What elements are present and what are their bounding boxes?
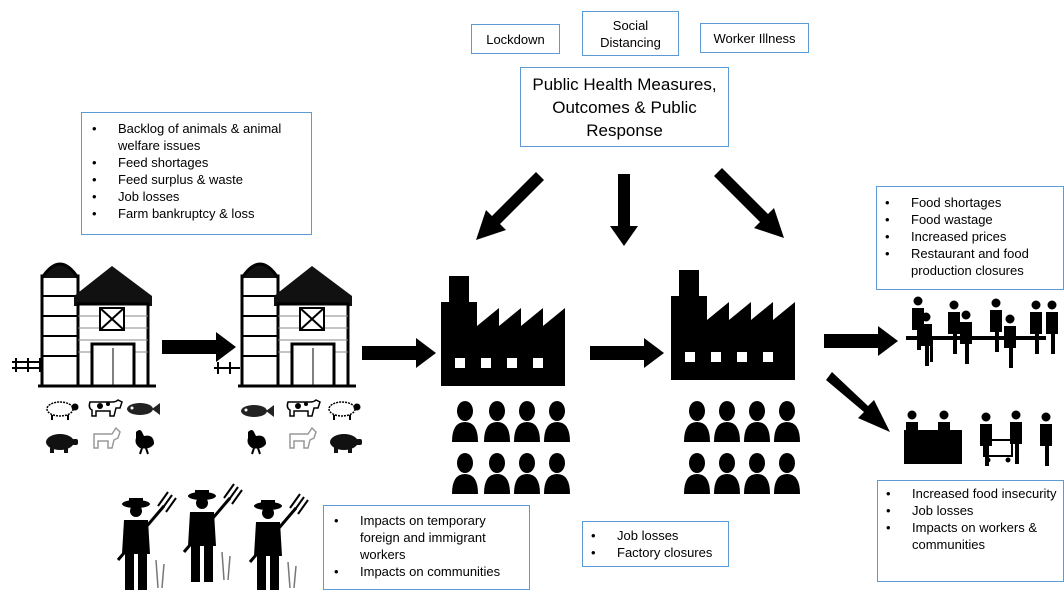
farm-workers-icon [116, 482, 310, 590]
list-item: Feed shortages [92, 154, 305, 171]
fence-icon [12, 358, 240, 374]
grocery-scene-icon [904, 410, 1052, 466]
community-impacts-box: Increased food insecurity Job losses Imp… [877, 480, 1064, 582]
sheep-icon [328, 401, 362, 421]
worker-impacts-box: Impacts on temporary foreign and immigra… [323, 505, 530, 590]
worker-impacts-list: Impacts on temporary foreign and immigra… [330, 512, 523, 580]
arrows [162, 168, 898, 432]
factory-impacts-list: Job losses Factory closures [587, 527, 724, 561]
farm-impacts-list: Backlog of animals & animal welfare issu… [88, 120, 305, 222]
social-distancing-box: Social Distancing [582, 11, 679, 56]
list-item: Impacts on temporary foreign and immigra… [334, 512, 523, 563]
lockdown-box: Lockdown [471, 24, 560, 54]
goat-icon [289, 427, 317, 449]
arrow-factory2-to-restaurant [824, 326, 898, 356]
list-item: Impacts on workers & communities [886, 519, 1059, 553]
arrow-health-to-factory2 [714, 168, 784, 238]
sheep-icon [46, 401, 80, 421]
factory-impacts-box: Job losses Factory closures [582, 521, 729, 567]
cow-icon [88, 399, 123, 417]
factory-2-workers-icon [684, 401, 800, 494]
farm-barn-1-icon [36, 262, 158, 388]
list-item: Farm bankruptcy & loss [92, 205, 305, 222]
list-item: Factory closures [591, 544, 724, 561]
pig-icon [330, 434, 362, 453]
cow-icon [286, 399, 321, 417]
list-item: Food wastage [885, 211, 1059, 228]
fish-icon [127, 403, 160, 415]
arrow-factory2-to-grocery [826, 372, 890, 432]
chicken-icon [246, 429, 267, 455]
restaurant-scene-icon [906, 296, 1058, 368]
chicken-icon [134, 429, 155, 455]
list-item: Feed surplus & waste [92, 171, 305, 188]
consumer-impacts-box: Food shortages Food wastage Increased pr… [876, 186, 1064, 290]
pig-icon [46, 434, 78, 453]
list-item: Job losses [886, 502, 1059, 519]
list-item: Job losses [591, 527, 724, 544]
lockdown-label: Lockdown [486, 31, 545, 47]
farm-barn-2-icon [236, 262, 358, 388]
arrow-farm2-to-factory1 [362, 338, 436, 368]
factory-1-workers-icon [452, 401, 570, 494]
arrow-health-to-factory1 [476, 172, 544, 240]
goat-icon [93, 427, 121, 449]
worker-illness-label: Worker Illness [713, 30, 796, 46]
list-item: Increased prices [885, 228, 1059, 245]
factory-1-icon [441, 276, 565, 386]
list-item: Impacts on communities [334, 563, 523, 580]
community-impacts-list: Increased food insecurity Job losses Imp… [882, 485, 1059, 553]
arrow-farm1-to-farm2 [162, 332, 236, 362]
arrow-health-down [610, 174, 638, 246]
worker-illness-box: Worker Illness [700, 23, 809, 53]
list-item: Food shortages [885, 194, 1059, 211]
farm-impacts-box: Backlog of animals & animal welfare issu… [81, 112, 312, 235]
public-health-box: Public Health Measures, Outcomes & Publi… [520, 67, 729, 147]
public-health-title: Public Health Measures, Outcomes & Publi… [532, 74, 717, 140]
list-item: Restaurant and food production closures [885, 245, 1059, 279]
list-item: Increased food insecurity [886, 485, 1059, 502]
factory-2-icon [671, 270, 795, 380]
list-item: Backlog of animals & animal welfare issu… [92, 120, 305, 154]
list-item: Job losses [92, 188, 305, 205]
consumer-impacts-list: Food shortages Food wastage Increased pr… [881, 194, 1059, 279]
social-distancing-label: Social Distancing [600, 17, 661, 50]
arrow-factory1-to-factory2 [590, 338, 664, 368]
fish-icon [241, 405, 274, 417]
